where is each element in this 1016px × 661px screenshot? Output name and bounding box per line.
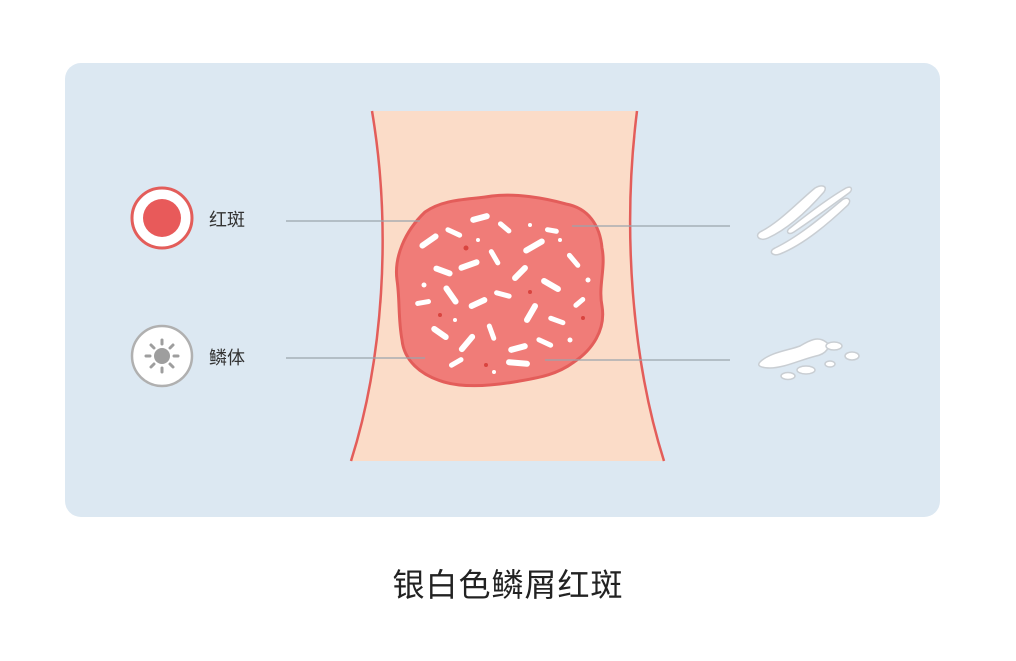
legend-label-scale: 鳞体 (209, 348, 245, 369)
plaque-scales (415, 213, 591, 374)
skin-right-edge (628, 110, 666, 462)
plaque-red-dots (438, 245, 585, 367)
scale-fragments-icon (758, 338, 860, 381)
diagram-caption: 银白色鳞屑红斑 (392, 566, 624, 604)
silvery-flake-icon (756, 185, 853, 256)
legend-label-erythema: 红斑 (209, 210, 245, 231)
skin-left-edge (349, 110, 384, 462)
scale-burst-icon (130, 324, 194, 388)
red-circle-icon (130, 186, 194, 250)
